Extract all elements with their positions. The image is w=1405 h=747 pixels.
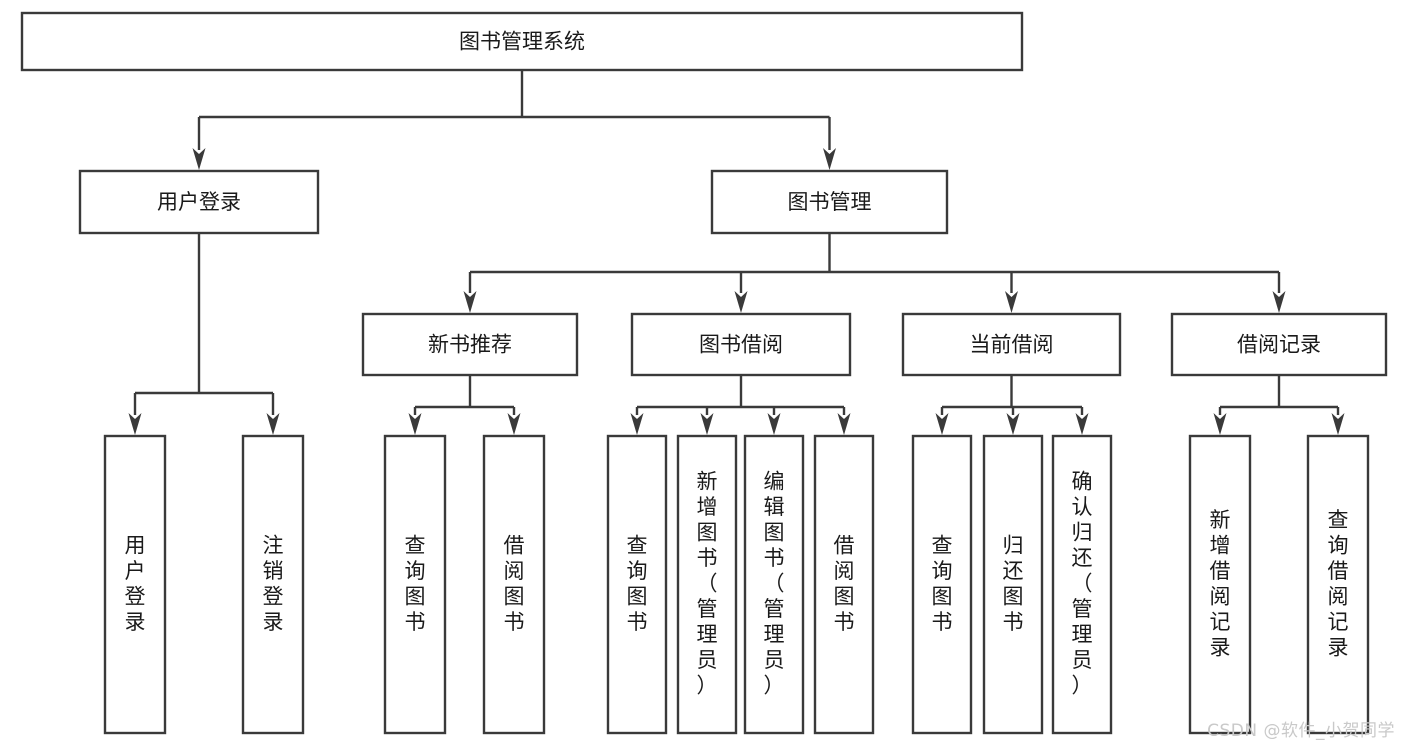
node-box[interactable] <box>241 434 305 735</box>
node-box[interactable] <box>710 169 949 235</box>
node-box[interactable] <box>676 434 738 735</box>
node-current[interactable]: 当前借阅 <box>901 312 1122 377</box>
node-bookmgmt[interactable]: 图书管理 <box>710 169 949 235</box>
arrow-head-icon <box>767 413 781 435</box>
node-l-cur-1[interactable]: 查询图书 <box>911 434 973 735</box>
node-label: 归还图书 <box>1003 533 1024 634</box>
arrow-head-icon <box>1006 413 1020 435</box>
node-label: 新增借阅记录 <box>1210 508 1231 660</box>
node-l-bor-1[interactable]: 查询图书 <box>606 434 668 735</box>
arrow-head-icon <box>1272 291 1286 313</box>
arrow-head-icon <box>128 413 142 435</box>
arrow-head-icon <box>1213 413 1227 435</box>
node-l-rec-1[interactable]: 新增借阅记录 <box>1188 434 1252 735</box>
node-label: 用户登录 <box>157 190 241 214</box>
node-label: 确认归还（管理员） <box>1072 470 1093 698</box>
node-label: 查询借阅记录 <box>1328 508 1349 660</box>
arrow-head-icon <box>734 291 748 313</box>
arrow-head-icon <box>408 413 422 435</box>
node-l-rec-2[interactable]: 查询借阅记录 <box>1306 434 1370 735</box>
node-l-cur-2[interactable]: 归还图书 <box>982 434 1044 735</box>
connector-group <box>128 233 280 435</box>
arrow-head-icon <box>1331 413 1345 435</box>
node-label: 图书管理 <box>788 190 872 214</box>
node-label: 借阅图书 <box>834 533 855 634</box>
node-l-bor-3[interactable]: 编辑图书（管理员） <box>743 434 805 735</box>
node-label: 借阅记录 <box>1237 333 1321 357</box>
node-l-login-2[interactable]: 注销登录 <box>241 434 305 735</box>
arrow-head-icon <box>700 413 714 435</box>
node-box[interactable] <box>630 312 852 377</box>
node-login[interactable]: 用户登录 <box>78 169 320 235</box>
node-label: 查询图书 <box>627 533 648 634</box>
node-l-cur-3[interactable]: 确认归还（管理员） <box>1051 434 1113 735</box>
node-box[interactable] <box>1170 312 1388 377</box>
connector-group <box>408 375 521 435</box>
node-box[interactable] <box>911 434 973 735</box>
node-box[interactable] <box>606 434 668 735</box>
node-box[interactable] <box>982 434 1044 735</box>
arrow-head-icon <box>630 413 644 435</box>
node-box[interactable] <box>482 434 546 735</box>
arrow-head-icon <box>192 148 206 170</box>
node-label: 新书推荐 <box>428 333 512 357</box>
node-label: 当前借阅 <box>970 333 1054 357</box>
node-label: 注销登录 <box>263 533 284 634</box>
node-l-new-1[interactable]: 查询图书 <box>383 434 447 735</box>
node-box[interactable] <box>103 434 167 735</box>
node-layer: 图书管理系统用户登录图书管理新书推荐图书借阅当前借阅借阅记录用户登录注销登录查询… <box>20 11 1388 735</box>
edge-layer <box>128 70 1345 435</box>
node-box[interactable] <box>813 434 875 735</box>
node-label: 图书管理系统 <box>459 30 585 54</box>
node-l-bor-4[interactable]: 借阅图书 <box>813 434 875 735</box>
arrow-head-icon <box>1005 291 1018 313</box>
node-l-bor-2[interactable]: 新增图书（管理员） <box>676 434 738 735</box>
arrow-head-icon <box>463 291 477 313</box>
node-newbook[interactable]: 新书推荐 <box>361 312 579 377</box>
connector-group <box>463 233 1286 313</box>
node-box[interactable] <box>383 434 447 735</box>
node-label: 图书借阅 <box>699 333 783 357</box>
node-records[interactable]: 借阅记录 <box>1170 312 1388 377</box>
node-box[interactable] <box>20 11 1024 72</box>
connector-group <box>192 70 836 170</box>
node-label: 新增图书（管理员） <box>697 470 718 698</box>
arrow-head-icon <box>837 413 851 435</box>
node-label: 编辑图书（管理员） <box>764 470 785 698</box>
arrow-head-icon <box>823 148 836 170</box>
arrow-head-icon <box>1075 413 1089 435</box>
node-l-login-1[interactable]: 用户登录 <box>103 434 167 735</box>
node-box[interactable] <box>1051 434 1113 735</box>
connector-group <box>630 375 851 435</box>
node-box[interactable] <box>1188 434 1252 735</box>
node-box[interactable] <box>901 312 1122 377</box>
node-box[interactable] <box>361 312 579 377</box>
node-label: 查询图书 <box>932 533 953 634</box>
arrow-head-icon <box>507 413 521 435</box>
connector-group <box>1213 375 1345 435</box>
arrow-head-icon <box>266 413 280 435</box>
node-root[interactable]: 图书管理系统 <box>20 11 1024 72</box>
node-box[interactable] <box>743 434 805 735</box>
connector-group <box>935 375 1089 435</box>
node-box[interactable] <box>78 169 320 235</box>
node-l-new-2[interactable]: 借阅图书 <box>482 434 546 735</box>
node-borrow[interactable]: 图书借阅 <box>630 312 852 377</box>
node-label: 用户登录 <box>125 533 146 634</box>
node-box[interactable] <box>1306 434 1370 735</box>
arrow-head-icon <box>935 413 949 435</box>
node-label: 查询图书 <box>405 533 426 634</box>
csdn-watermark: CSDN @软件_小贺同学 <box>1207 721 1395 741</box>
node-label: 借阅图书 <box>504 533 525 634</box>
